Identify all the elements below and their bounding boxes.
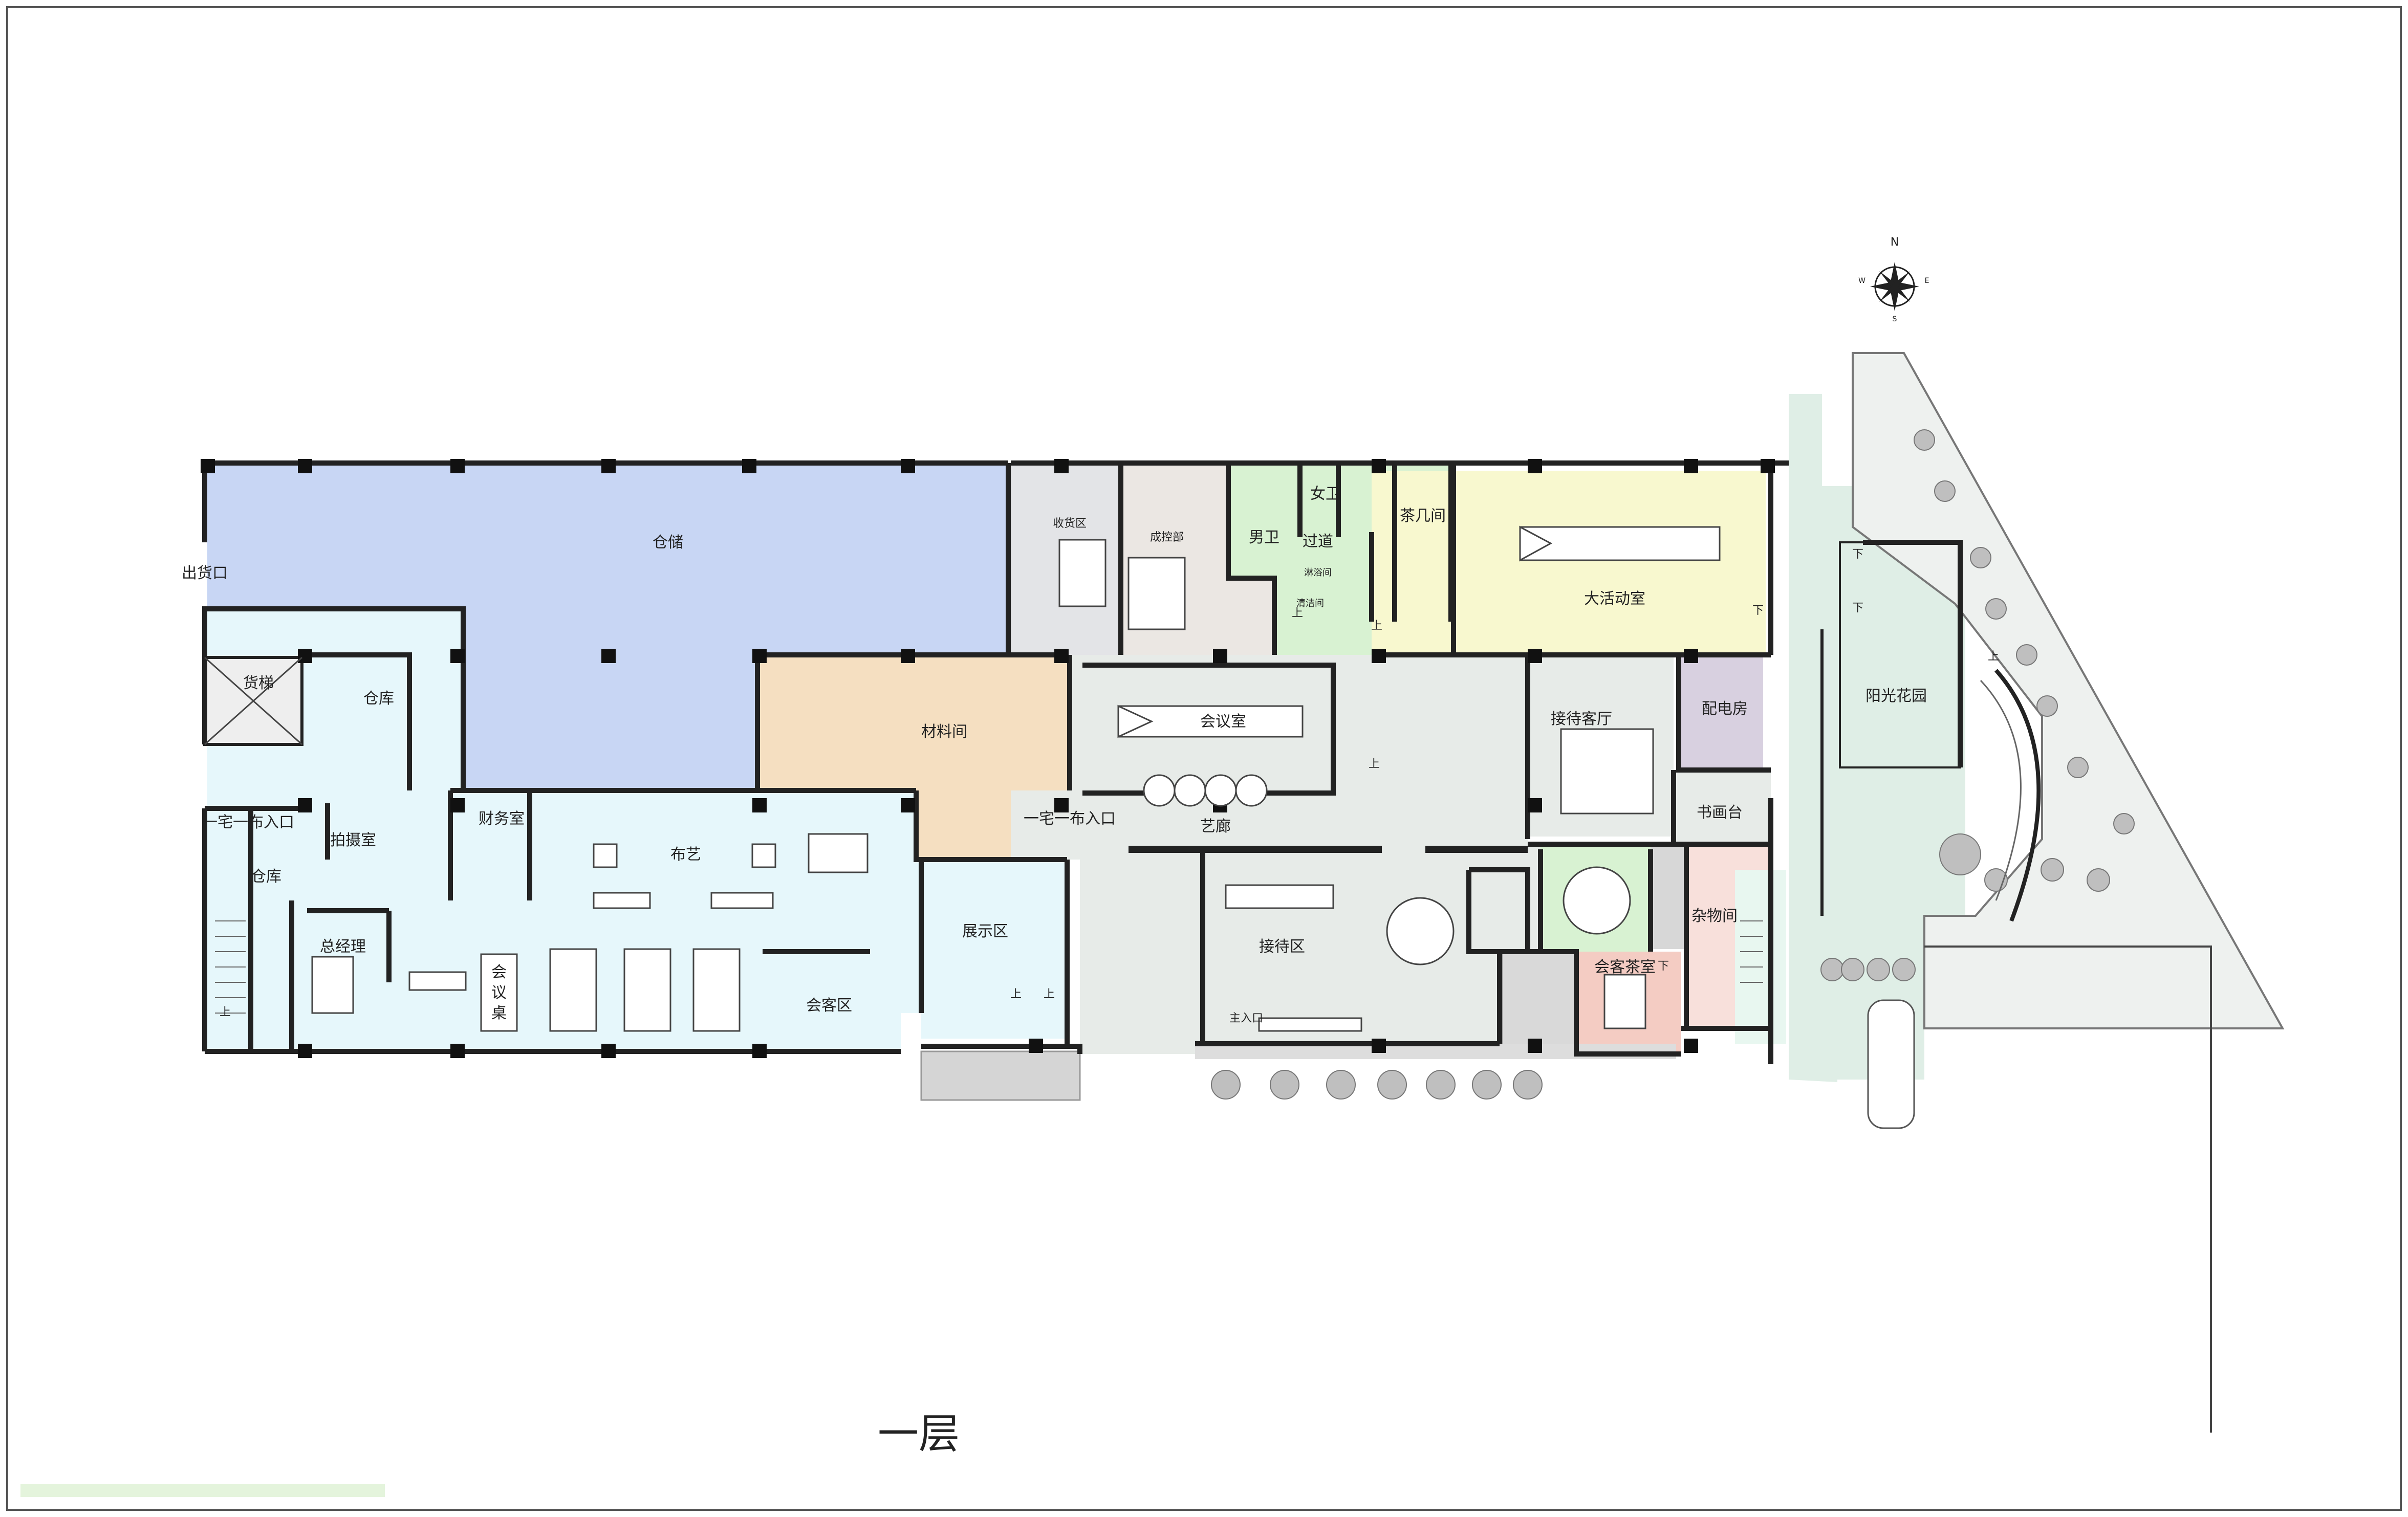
label-storage: 仓储 [653,534,683,552]
label-ship-out: 出货口 [182,564,228,582]
label-meeting-table-1: 会 [491,963,507,981]
power-fill [1679,655,1763,770]
stairs-left [215,920,246,1014]
label-gm-office: 总经理 [320,938,366,956]
plant-zone [1852,352,2285,1029]
label-gallery: 艺廊 [1200,818,1231,836]
label-reception-lounge: 接待客厅 [1551,710,1612,728]
up-mark-3: 上 [1371,620,1382,632]
label-painting-desk: 书画台 [1697,804,1743,822]
room-labels: 仓储 仓库 货梯 出货口 材料间 收货区 成控部 男卫 女卫 过道 淋浴间 清洁… [182,485,1927,1025]
label-women-wc: 女卫 [1310,485,1341,503]
label-warehouse-left: 仓库 [363,690,394,708]
label-shower: 淋浴间 [1304,567,1332,578]
label-power-room: 配电房 [1702,700,1748,718]
label-material-room: 材料间 [921,723,967,741]
up-mark-4: 上 [1010,988,1022,1001]
room-fills [203,394,1965,1082]
pebbles-center [1501,951,1577,1050]
storage-fill [207,463,1008,790]
compass-east: E [1925,277,1929,285]
down-mark-2: 下 [1658,960,1669,973]
pebbles-misc [1651,844,1689,949]
landscape [920,352,2285,1101]
label-tea-room-small: 茶几间 [1400,507,1446,525]
up-mark-2: 上 [1292,607,1303,620]
label-entrance-right: 一宅一布入口 [1024,810,1116,828]
label-entrance-left: 一宅一布入口 [202,814,294,831]
pebbles-left [920,1050,1081,1101]
label-meeting-table-2: 议 [491,984,507,1002]
painting-fill [1674,770,1771,844]
label-fabric: 布艺 [670,846,701,864]
label-storage-misc: 杂物间 [1691,907,1738,925]
warehouse-fill [205,611,1067,1049]
bush-row [1211,429,2135,1100]
up-mark-1: 上 [1369,758,1380,771]
label-guest-tea-room: 会客茶室 [1594,958,1656,976]
label-warehouse-small: 仓库 [251,868,281,886]
garden-inner-fill [1822,486,1965,916]
compass-south: S [1893,315,1897,323]
up-mark-7: 上 [1988,650,1999,663]
elevator-cross-2 [204,656,303,745]
label-guest-area: 会客区 [806,997,852,1015]
label-photo-room: 拍摄室 [330,831,376,849]
compass-west: W [1858,277,1865,285]
label-freight-elevator: 货梯 [243,674,274,692]
label-receiving: 收货区 [1053,517,1087,530]
stairs-right [1740,920,1763,983]
compass-icon [1870,262,1919,311]
label-reception-area: 接待区 [1259,938,1305,956]
down-mark-4: 下 [1852,602,1863,614]
label-big-activity: 大活动室 [1584,590,1645,608]
up-mark-5: 上 [1044,988,1055,1001]
down-mark-3: 下 [1852,548,1863,561]
label-main-entrance: 主入口 [1229,1012,1263,1025]
up-mark-6: 上 [220,1006,231,1019]
material-fill [757,655,1070,860]
label-finance-room: 财务室 [479,810,525,828]
sheet-corner-mark [20,1484,385,1497]
activity-fill [1372,471,1766,655]
sun-fill [1735,870,1786,1044]
plan-title: 一层 [878,1410,960,1458]
furniture [311,525,1915,1129]
label-sun-garden: 阳光花园 [1865,687,1927,705]
label-control-dept: 成控部 [1150,531,1184,544]
compass-north: N [1891,236,1899,249]
garden-pool [1839,541,1961,768]
label-corridor: 过道 [1303,533,1333,551]
label-cleaning: 清洁间 [1296,598,1324,609]
label-men-wc: 男卫 [1249,529,1279,546]
columns [201,459,1775,1058]
down-mark-1: 下 [1752,604,1764,617]
level-marks: 上 上 上 上 上 上 上 下 下 下 下 [220,548,1999,1019]
label-meeting-table-3: 桌 [491,1004,507,1022]
garden-curve-2 [1980,679,2022,901]
garden-curve [1994,669,2041,922]
label-display-area: 展示区 [962,922,1008,940]
label-meeting-room: 会议室 [1200,713,1246,731]
site-boundary [1924,946,2212,1433]
sheet-border [6,6,2402,1511]
